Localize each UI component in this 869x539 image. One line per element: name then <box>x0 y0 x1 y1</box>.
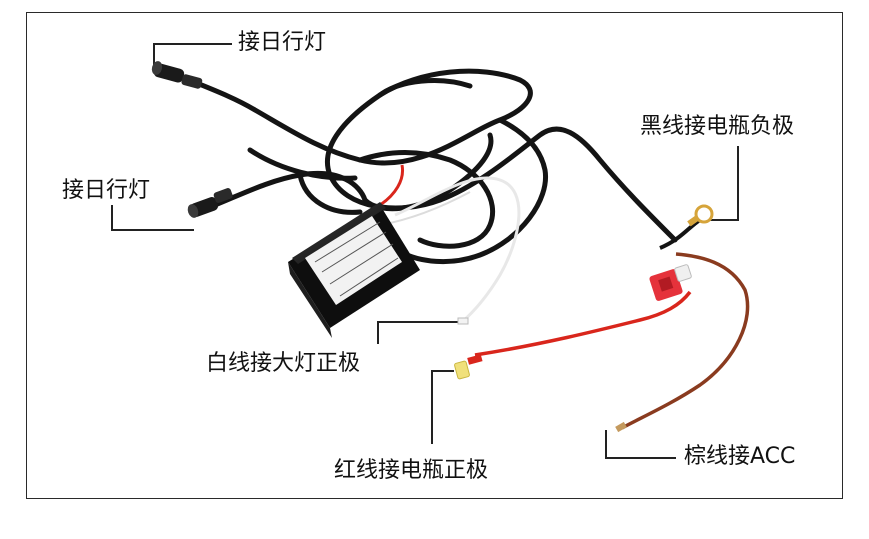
label-black-wire: 黑线接电瓶负极 <box>640 114 795 139</box>
fuse-holder <box>649 264 692 301</box>
image-frame <box>26 12 843 499</box>
leader-brown-wire <box>605 430 676 459</box>
leader-black-wire <box>710 146 739 221</box>
leader-lines <box>111 43 739 459</box>
leader-drl-left <box>111 205 194 231</box>
red-wire-box <box>379 164 405 207</box>
leader-white-wire <box>377 321 462 344</box>
white-wire-thin <box>379 191 471 226</box>
control-module <box>288 202 420 338</box>
black-ground-wire <box>659 218 702 250</box>
leader-drl-top <box>153 43 232 70</box>
ring-terminal <box>687 204 714 227</box>
label-drl-left: 接日行灯 <box>62 178 151 203</box>
white-wire <box>394 176 521 324</box>
drl-connector-left <box>187 188 233 218</box>
red-spade-terminal <box>454 354 483 380</box>
label-white-wire: 白线接大灯正极 <box>206 351 361 376</box>
white-wire-end <box>457 317 469 325</box>
black-cable-bundle <box>167 68 678 265</box>
module-label-sticker <box>305 216 402 305</box>
brown-wire <box>621 252 750 430</box>
drl-connector-top <box>151 61 203 89</box>
label-brown-wire: 棕线接ACC <box>684 444 796 469</box>
brown-wire-end <box>615 421 627 433</box>
label-red-wire: 红线接电瓶正极 <box>334 458 489 483</box>
red-wire <box>474 290 692 357</box>
label-drl-top: 接日行灯 <box>238 30 327 55</box>
leader-red-wire <box>431 370 454 444</box>
